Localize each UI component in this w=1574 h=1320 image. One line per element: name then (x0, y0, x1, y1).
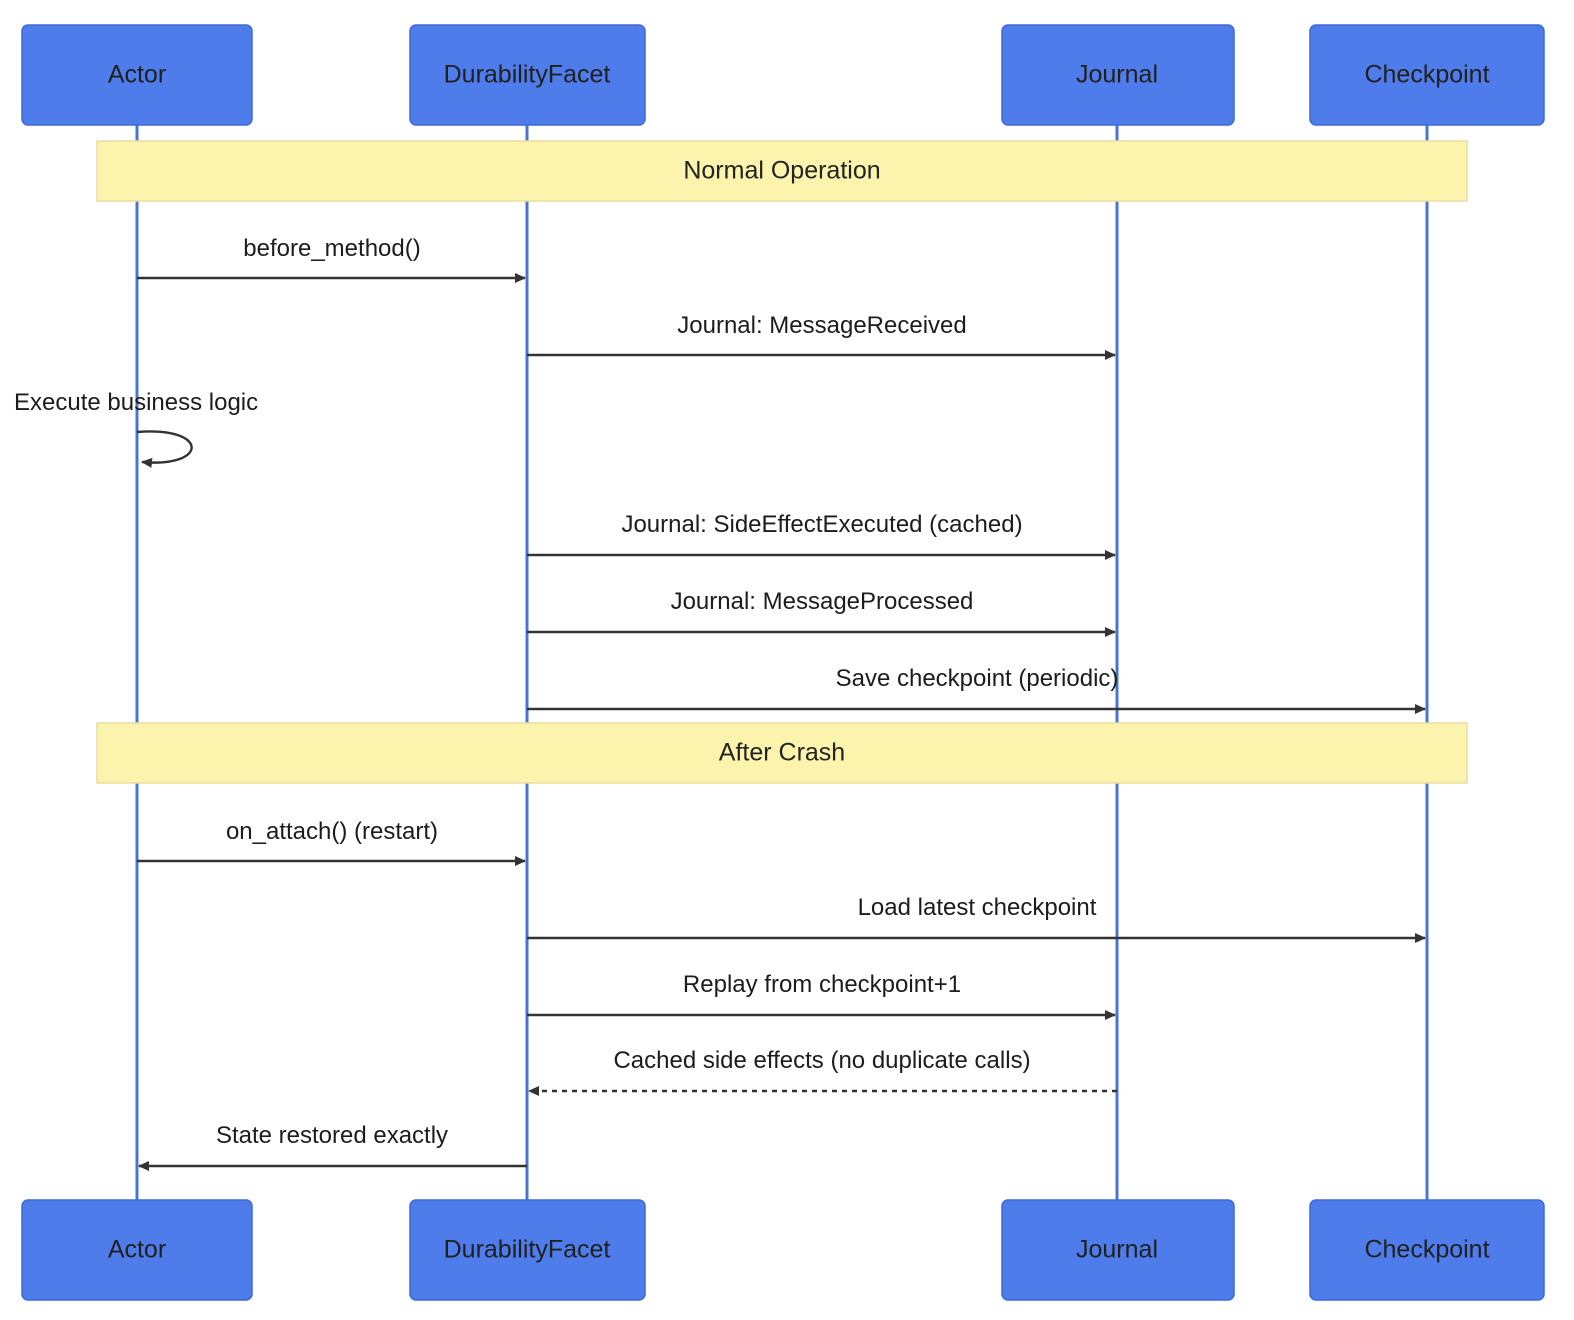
participant-label-actor-bottom: Actor (108, 1236, 166, 1264)
participant-checkpoint-bottom[interactable]: Checkpoint (1309, 1199, 1545, 1301)
participant-box-facet-bottom[interactable] (409, 1199, 646, 1301)
participant-label-journal-bottom: Journal (1076, 1236, 1158, 1264)
msg-on-attach-label: on_attach() (restart) (226, 818, 438, 845)
participant-box-journal-bottom[interactable] (1001, 1199, 1235, 1301)
messages-layer: before_method() Journal: MessageReceivedJ… (14, 235, 1426, 1171)
participant-label-checkpoint-top: Checkpoint (1364, 61, 1489, 89)
msg-replay-label: Replay from checkpoint+1 (683, 971, 961, 998)
participant-box-actor-bottom[interactable] (21, 1199, 253, 1301)
msg-execute-business-logic-label: Execute business logic (14, 389, 258, 416)
participant-label-facet-bottom: DurabilityFacet (444, 1236, 611, 1264)
participant-actor-top[interactable]: Actor (21, 24, 253, 126)
msg-cached-side-effects-label: Cached side effects (no duplicate calls) (613, 1047, 1030, 1074)
msg-execute-business-logic-loop (136, 430, 193, 468)
participant-label-checkpoint-bottom: Checkpoint (1364, 1236, 1489, 1264)
note-after-crash-label: After Crash (719, 739, 845, 767)
participant-actor-bottom[interactable]: Actor (21, 1199, 253, 1301)
msg-state-restored-label: State restored exactly (216, 1122, 448, 1149)
msg-journal-received-label: Journal: MessageReceived (677, 312, 967, 339)
participant-facet-top[interactable]: DurabilityFacet (409, 24, 646, 126)
participant-label-facet-top: DurabilityFacet (444, 61, 611, 89)
participant-box-facet-top[interactable] (409, 24, 646, 126)
msg-before-method-label: before_method() (243, 235, 420, 262)
note-normal-operation-band (96, 140, 1468, 202)
note-after-crash-band (96, 722, 1468, 784)
participant-journal-top[interactable]: Journal (1001, 24, 1235, 126)
participant-label-actor-top: Actor (108, 61, 166, 89)
msg-load-checkpoint-label: Load latest checkpoint (858, 894, 1097, 921)
msg-message-processed-label: Journal: MessageProcessed (671, 588, 974, 615)
participant-box-actor-top[interactable] (21, 24, 253, 126)
participant-journal-bottom[interactable]: Journal (1001, 1199, 1235, 1301)
note-normal-operation-label: Normal Operation (683, 157, 880, 185)
participant-box-journal-top[interactable] (1001, 24, 1235, 126)
participant-box-checkpoint-bottom[interactable] (1309, 1199, 1545, 1301)
lifelines-layer (135, 125, 1429, 1200)
msg-save-checkpoint-label: Save checkpoint (periodic) (836, 665, 1119, 692)
participant-label-journal-top: Journal (1076, 61, 1158, 89)
participant-box-checkpoint-top[interactable] (1309, 24, 1545, 126)
msg-side-effect-label: Journal: SideEffectExecuted (cached) (621, 511, 1022, 538)
participant-facet-bottom[interactable]: DurabilityFacet (409, 1199, 646, 1301)
participant-checkpoint-top[interactable]: Checkpoint (1309, 24, 1545, 126)
